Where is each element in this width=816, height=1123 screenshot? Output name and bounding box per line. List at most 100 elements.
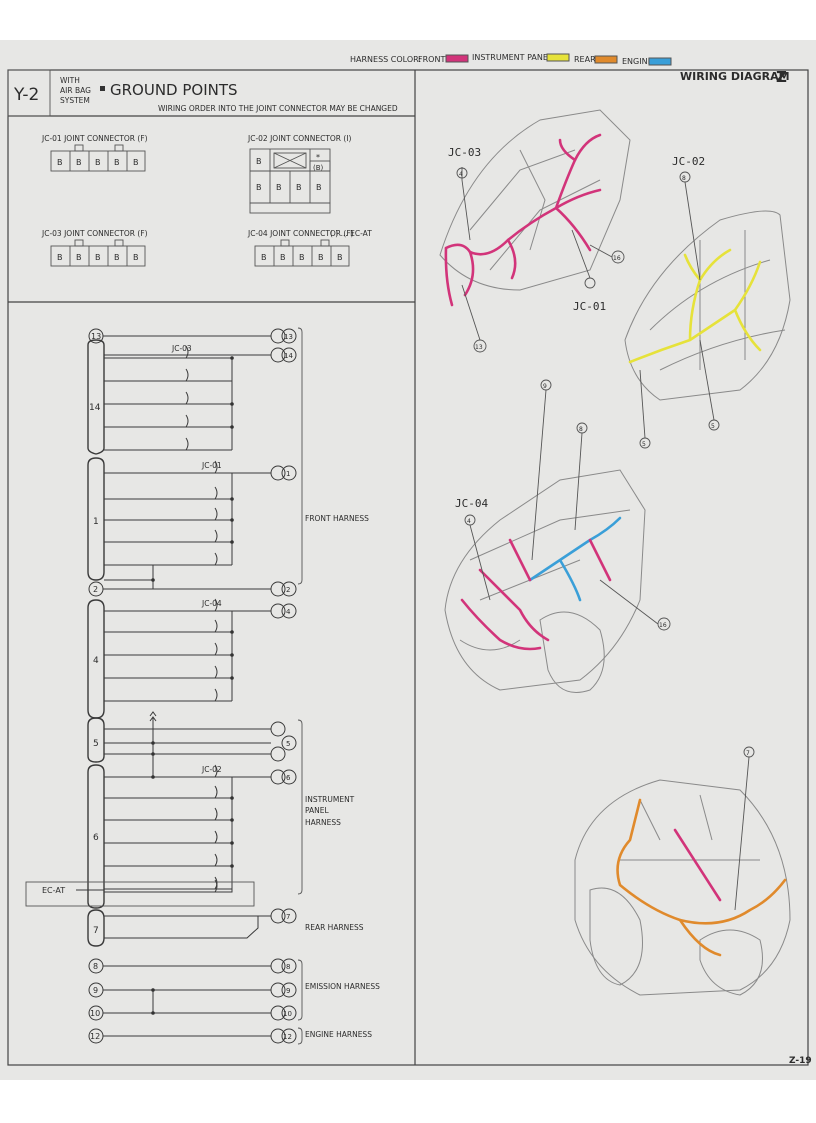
svg-text:1: 1 <box>286 470 290 478</box>
svg-text:5: 5 <box>642 441 646 448</box>
legend-engine-label: ENGINE <box>622 57 653 66</box>
svg-text:13: 13 <box>475 344 483 351</box>
front-harness-illustration: JC-03 4 13 16 JC-01 <box>439 109 631 353</box>
svg-text:B: B <box>95 253 101 262</box>
svg-text:B: B <box>114 253 120 262</box>
svg-text:2: 2 <box>93 585 98 594</box>
svg-text:(B): (B) <box>313 164 324 172</box>
jc-03-label: JC-03 JOINT CONNECTOR (F) <box>41 229 148 238</box>
svg-text:4: 4 <box>459 171 463 178</box>
svg-text:6: 6 <box>286 774 291 782</box>
jc-03-pins: B B B B B <box>57 253 139 262</box>
svg-text:B: B <box>76 253 82 262</box>
svg-text:B: B <box>57 253 63 262</box>
svg-text:8: 8 <box>682 175 686 182</box>
svg-text:B: B <box>318 253 324 262</box>
svg-text:4: 4 <box>93 656 99 666</box>
manual-page: HARNESS COLOR: FRONT INSTRUMENT PANEL RE… <box>0 40 816 1080</box>
emission-harness-label: EMISSION HARNESS <box>305 982 380 991</box>
left-bus-13-14 <box>87 339 105 455</box>
front-harness-label: FRONT HARNESS <box>305 514 369 523</box>
rear-color-swatch <box>594 55 618 64</box>
svg-text:B: B <box>316 183 322 192</box>
engine-emission-wires <box>103 965 271 1037</box>
svg-text:JC-02: JC-02 <box>672 155 705 168</box>
instrument-panel-harness-label-1: INSTRUMENT <box>305 795 355 804</box>
jc-02-ec-at-note: ( ) ... EC-AT <box>330 229 372 238</box>
left-bus-1 <box>87 457 105 581</box>
svg-text:2: 2 <box>286 586 290 594</box>
svg-text:B: B <box>256 157 262 166</box>
legend-label: HARNESS COLOR: <box>350 55 421 64</box>
wiring-order-note: WIRING ORDER INTO THE JOINT CONNECTOR MA… <box>158 104 398 113</box>
legend-instrument-panel-label: INSTRUMENT PANEL <box>472 53 553 62</box>
jc-02-label: JC-02 JOINT CONNECTOR (I) <box>247 134 352 143</box>
jc-01-pins: B B B B B <box>57 158 139 167</box>
svg-text:JC-04: JC-04 <box>455 497 488 510</box>
svg-text:B: B <box>256 183 262 192</box>
svg-text:5: 5 <box>286 740 290 748</box>
instrument-panel-harness-illustration: JC-02 8 5 5 <box>624 155 791 449</box>
svg-text:JC-04: JC-04 <box>201 599 222 608</box>
svg-text:JC-01: JC-01 <box>573 300 606 313</box>
jc-01-connector: JC-01 JOINT CONNECTOR (F) B B B B B <box>41 134 148 172</box>
condition-line2: AIR BAG <box>60 86 91 95</box>
svg-text:8: 8 <box>579 426 583 433</box>
jc-01-label: JC-01 JOINT CONNECTOR (F) <box>41 134 148 143</box>
jc-03-wires: JC-03 <box>103 335 271 451</box>
condition-line1: WITH <box>60 76 80 85</box>
svg-text:13: 13 <box>91 332 101 341</box>
page-title: GROUND POINTS <box>110 81 238 99</box>
wiring-diagram-page: HARNESS COLOR: FRONT INSTRUMENT PANEL RE… <box>7 53 812 1066</box>
right-ground-points: 13 14 1 2 4 5 6 7 8 9 10 12 <box>270 328 297 1044</box>
svg-text:10: 10 <box>90 1009 100 1018</box>
svg-text:B: B <box>57 158 63 167</box>
svg-text:9: 9 <box>93 986 98 995</box>
svg-text:B: B <box>95 158 101 167</box>
section-code: Y-2 <box>13 85 39 105</box>
svg-text:16: 16 <box>613 255 621 262</box>
svg-text:6: 6 <box>93 833 99 843</box>
harness-groups: FRONT HARNESS INSTRUMENT PANEL HARNESS R… <box>297 327 380 1045</box>
svg-text:JC-03: JC-03 <box>448 146 481 159</box>
svg-text:7: 7 <box>746 750 750 757</box>
rear-harness-illustration: 7 <box>574 746 791 996</box>
instrument-panel-harness-label-3: HARNESS <box>305 818 341 827</box>
svg-text:B: B <box>280 253 286 262</box>
point-7-wires <box>104 915 271 939</box>
rear-harness-label: REAR HARNESS <box>305 923 364 932</box>
ground-schematic: 13 14 1 2 4 5 6 7 8 9 10 12 13 14 1 2 4 … <box>25 327 380 1045</box>
svg-text:10: 10 <box>283 1010 292 1018</box>
condition-line3: SYSTEM <box>60 96 90 105</box>
title-bullet <box>100 86 105 91</box>
page-number: Z-19 <box>789 1056 812 1066</box>
svg-text:5: 5 <box>93 739 99 749</box>
jc-04-label: JC-04 JOINT CONNECTOR (F) <box>247 229 354 238</box>
section-header: Y-2 WITH AIR BAG SYSTEM GROUND POINTS WI… <box>7 69 398 117</box>
svg-text:B: B <box>299 253 305 262</box>
engine-color-swatch <box>648 57 672 66</box>
jc-04-wires: JC-04 <box>104 598 271 702</box>
svg-text:EC-AT: EC-AT <box>42 886 65 895</box>
svg-text:7: 7 <box>93 926 99 936</box>
svg-text:JC-03: JC-03 <box>171 344 192 353</box>
svg-text:14: 14 <box>284 352 293 360</box>
svg-text:12: 12 <box>283 1033 292 1041</box>
svg-text:B: B <box>276 183 282 192</box>
svg-text:16: 16 <box>659 622 667 629</box>
svg-text:13: 13 <box>284 333 293 341</box>
svg-text:B: B <box>261 253 267 262</box>
legend-rear-label: REAR <box>574 55 596 64</box>
left-bus-5 <box>87 717 105 763</box>
svg-text:12: 12 <box>90 1032 100 1041</box>
svg-text:8: 8 <box>93 962 98 971</box>
svg-text:B: B <box>133 158 139 167</box>
jc-04-pins: B B B B B <box>261 253 343 262</box>
svg-text:14: 14 <box>89 403 101 413</box>
diagram-title: WIRING DIAGRAM <box>680 70 790 83</box>
left-bus-4 <box>87 599 105 719</box>
legend-front-label: FRONT <box>418 55 445 64</box>
svg-text:5: 5 <box>711 423 715 430</box>
svg-text:B: B <box>133 253 139 262</box>
engine-bay-illustration: JC-04 4 9 8 16 <box>444 379 671 693</box>
